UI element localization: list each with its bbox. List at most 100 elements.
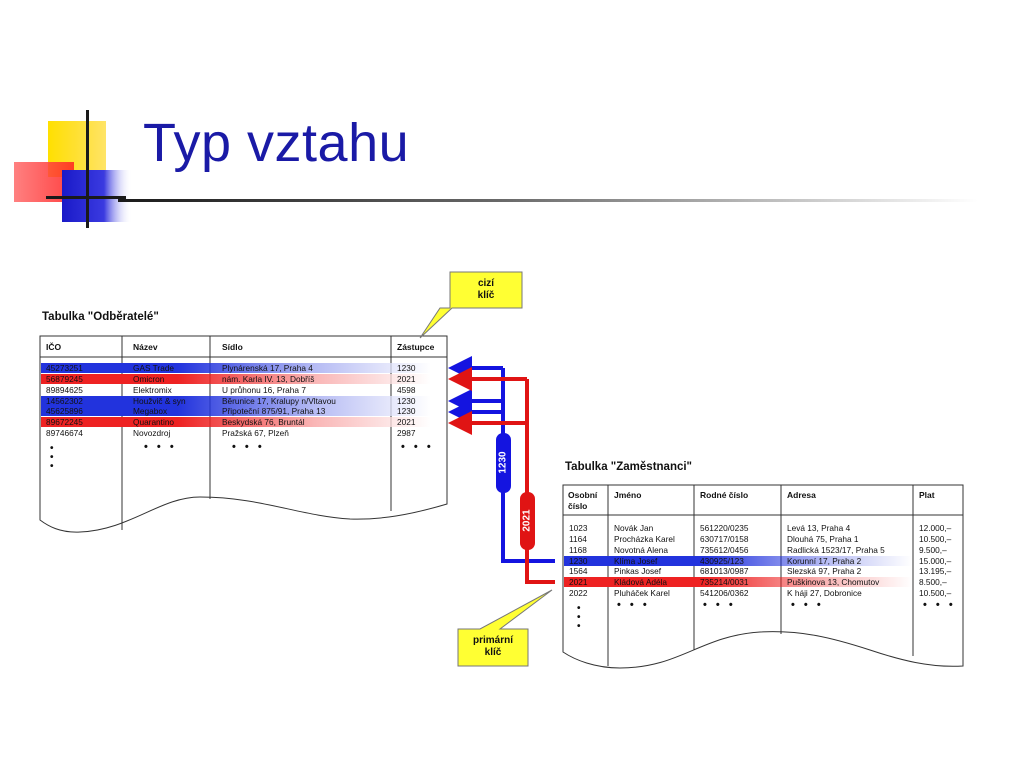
zamestnanci-cell-rc: 541206/0362 bbox=[700, 588, 749, 599]
odberatele-header-zastupce: Zástupce bbox=[397, 342, 435, 352]
zamestnanci-cell-plat: 12.000,– bbox=[919, 523, 952, 533]
odberatele-cell-ico: 89672245 bbox=[46, 417, 83, 428]
odberatele-cell-ico: 56879245 bbox=[46, 373, 83, 384]
zamestnanci-more-adresa: • • • bbox=[791, 599, 824, 611]
zamestnanci-cell-adresa: K háji 27, Dobronice bbox=[787, 588, 862, 599]
zamestnanci-header-plat: Plat bbox=[919, 490, 935, 500]
odberatele-cell-sidlo: Plynárenská 17, Praha 4 bbox=[222, 363, 313, 373]
odberatele-row-highlight bbox=[41, 395, 431, 406]
odberatele-cell-zastupce: 1230 bbox=[397, 395, 416, 406]
zamestnanci-header-cislo: číslo bbox=[568, 501, 588, 511]
zamestnanci-cell-cislo: 2021 bbox=[569, 577, 588, 588]
odberatele-cell-zastupce: 2021 bbox=[397, 373, 416, 384]
zamestnanci-cell-cislo: 1168 bbox=[569, 544, 587, 555]
zamestnanci-header-adresa: Adresa bbox=[787, 490, 816, 500]
red-arrow-label: 2021 bbox=[521, 509, 533, 532]
odberatele-row-highlight bbox=[41, 363, 431, 373]
odberatele-header-nazev: Název bbox=[133, 342, 158, 352]
zamestnanci-cell-rc: 681013/0987 bbox=[700, 566, 749, 577]
odberatele-cell-nazev: GAS Trade bbox=[133, 363, 175, 373]
odberatele-more-ico: ••• bbox=[50, 443, 54, 472]
primary-key-callout-text: primární klíč bbox=[458, 635, 528, 659]
zamestnanci-cell-cislo: 2022 bbox=[569, 588, 588, 599]
foreign-key-callout bbox=[419, 271, 523, 339]
odberatele-cell-ico: 89746674 bbox=[46, 428, 83, 439]
zamestnanci-cell-rc: 735214/0031 bbox=[700, 577, 749, 588]
odberatele-cell-sidlo: Běrunice 17, Kralupy n/Vltavou bbox=[222, 395, 336, 406]
zamestnanci-more-jmeno: • • • bbox=[617, 599, 650, 611]
zamestnanci-cell-jmeno: Pluháček Karel bbox=[614, 588, 670, 599]
zamestnanci-cell-adresa: Dlouhá 75, Praha 1 bbox=[787, 533, 859, 544]
zamestnanci-cell-cislo: 1023 bbox=[569, 523, 588, 533]
zamestnanci-cell-rc: 735612/0456 bbox=[700, 544, 749, 555]
zamestnanci-cell-cislo: 1164 bbox=[569, 533, 587, 544]
zamestnanci-header-rodne-cislo: Rodné číslo bbox=[700, 490, 749, 500]
odberatele-cell-nazev: Megabox bbox=[133, 406, 168, 417]
zamestnanci-row-highlight bbox=[564, 577, 912, 588]
zamestnanci-cell-plat: 9.500,– bbox=[919, 544, 947, 555]
blue-arrow-label: 1230 bbox=[497, 451, 509, 474]
zamestnanci-table-title: Tabulka "Zaměstnanci" bbox=[565, 461, 693, 473]
odberatele-table-title: Tabulka "Odběratelé" bbox=[42, 311, 159, 323]
zamestnanci-cell-adresa: Radlická 1523/17, Praha 5 bbox=[787, 544, 885, 555]
slide-title: Typ vztahu bbox=[143, 113, 410, 173]
foreign-key-callout-text: cizí klíč bbox=[452, 278, 520, 302]
zamestnanci-cell-jmeno: Procházka Karel bbox=[614, 533, 675, 544]
odberatele-row-highlight bbox=[41, 417, 431, 428]
decorative-logo bbox=[14, 110, 132, 228]
odberatele-cell-sidlo: Pražská 67, Plzeň bbox=[222, 428, 289, 439]
zamestnanci-cell-cislo: 1230 bbox=[569, 555, 588, 566]
primary-key-line1: primární bbox=[472, 635, 513, 646]
odberatele-cell-ico: 89894625 bbox=[46, 384, 83, 395]
odberatele-cell-nazev: Novozdroj bbox=[133, 428, 171, 439]
zamestnanci-cell-adresa: Puškinova 13, Chomutov bbox=[787, 577, 880, 588]
primary-key-callout bbox=[457, 589, 553, 667]
zamestnanci-cell-jmeno: Kládová Adéla bbox=[614, 577, 668, 588]
zamestnanci-header-jmeno: Jméno bbox=[614, 490, 642, 500]
odberatele-more-zastupce: • • • bbox=[401, 441, 434, 453]
zamestnanci-cell-jmeno: Novák Jan bbox=[614, 523, 654, 533]
odberatele-row-highlight bbox=[41, 406, 431, 417]
fk-1230-pill bbox=[496, 433, 511, 493]
odberatele-cell-zastupce: 1230 bbox=[397, 406, 416, 417]
zamestnanci-cell-jmeno: Klíma Josef bbox=[614, 555, 658, 566]
zamestnanci-cell-plat: 8.500,– bbox=[919, 577, 947, 588]
zamestnanci-cell-plat: 10.500,– bbox=[919, 588, 952, 599]
zamestnanci-cell-plat: 15.000,– bbox=[919, 555, 952, 566]
zamestnanci-cell-cislo: 1564 bbox=[569, 566, 588, 577]
odberatele-cell-sidlo: U průhonu 16, Praha 7 bbox=[222, 384, 306, 395]
odberatele-header-ico: IČO bbox=[46, 342, 62, 352]
odberatele-cell-zastupce: 4598 bbox=[397, 384, 416, 395]
odberatele-cell-zastupce: 1230 bbox=[397, 363, 416, 373]
title-divider bbox=[118, 199, 978, 202]
odberatele-cell-nazev: Quarantino bbox=[133, 417, 175, 428]
zamestnanci-cell-adresa: Slezská 97, Praha 2 bbox=[787, 566, 862, 577]
zamestnanci-cell-rc: 630717/0158 bbox=[700, 533, 749, 544]
zamestnanci-more-plat: • • • bbox=[923, 599, 956, 611]
zamestnanci-more-rc: • • • bbox=[703, 599, 736, 611]
odberatele-cell-ico: 14562302 bbox=[46, 395, 83, 406]
fk-2021-pill bbox=[520, 492, 535, 550]
odberatele-cell-ico: 45625896 bbox=[46, 406, 83, 417]
odberatele-cell-nazev: Houžvič & syn bbox=[133, 395, 186, 406]
zamestnanci-cell-plat: 10.500,– bbox=[919, 533, 952, 544]
zamestnanci-cell-adresa: Levá 13, Praha 4 bbox=[787, 523, 851, 533]
foreign-key-line2: klíč bbox=[477, 290, 495, 301]
zamestnanci-cell-jmeno: Novotná Alena bbox=[614, 544, 668, 555]
primary-key-line2: klíč bbox=[484, 647, 502, 658]
zamestnanci-cell-plat: 13.195,– bbox=[919, 566, 952, 577]
odberatele-cell-ico: 45273251 bbox=[46, 363, 83, 373]
odberatele-cell-nazev: Elektromix bbox=[133, 384, 172, 395]
zamestnanci-cell-jmeno: Pinkas Josef bbox=[614, 566, 662, 577]
zamestnanci-row-highlight bbox=[564, 555, 912, 566]
zamestnanci-cell-rc: 561220/0235 bbox=[700, 523, 749, 533]
zamestnanci-more-cislo: ••• bbox=[577, 603, 581, 632]
odberatele-cell-zastupce: 2987 bbox=[397, 428, 416, 439]
odberatele-cell-sidlo: Beskydská 76, Bruntál bbox=[222, 417, 305, 428]
odberatele-cell-sidlo: nám. Karla IV. 13, Dobříš bbox=[222, 373, 315, 384]
zamestnanci-cell-rc: 430925/123 bbox=[700, 555, 744, 566]
odberatele-header-sidlo: Sídlo bbox=[222, 342, 243, 352]
